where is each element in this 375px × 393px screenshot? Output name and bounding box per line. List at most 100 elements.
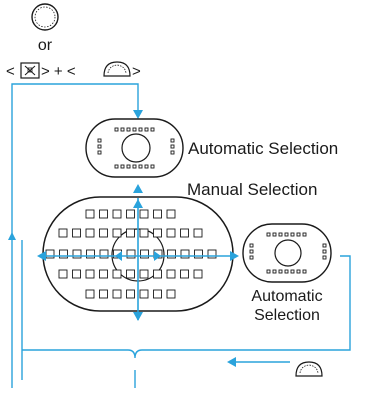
af-point bbox=[153, 289, 162, 299]
manual-cross-arrowheads bbox=[37, 199, 239, 321]
af-point bbox=[112, 289, 122, 299]
af-point bbox=[166, 209, 176, 219]
manual-af-points bbox=[45, 209, 217, 299]
af-point bbox=[99, 269, 108, 279]
af-point bbox=[166, 289, 176, 299]
af-point bbox=[138, 127, 143, 132]
af-point bbox=[112, 228, 122, 238]
label-automatic-right-1: Automatic bbox=[251, 288, 322, 305]
af-point bbox=[99, 228, 108, 238]
af-point bbox=[86, 249, 95, 259]
af-point bbox=[97, 150, 102, 155]
arrow-up-to-auto bbox=[133, 184, 143, 193]
af-point bbox=[322, 249, 327, 254]
af-point bbox=[153, 269, 162, 279]
af-point bbox=[139, 289, 149, 299]
flow-arrows bbox=[8, 110, 236, 367]
or-text: or bbox=[38, 37, 53, 54]
af-point bbox=[99, 209, 108, 219]
af-point bbox=[132, 164, 137, 169]
af-point bbox=[249, 243, 254, 248]
top-auto-af-points bbox=[97, 127, 175, 169]
af-point bbox=[290, 232, 295, 237]
af-point bbox=[278, 232, 283, 237]
af-point bbox=[272, 232, 277, 237]
af-point bbox=[284, 269, 289, 274]
af-point bbox=[193, 269, 203, 279]
af-point bbox=[72, 249, 82, 259]
af-point bbox=[139, 228, 149, 238]
af-point bbox=[138, 164, 143, 169]
af-point bbox=[278, 269, 283, 274]
af-point bbox=[166, 269, 176, 279]
af-point bbox=[302, 232, 307, 237]
af-point bbox=[59, 249, 68, 259]
af-point bbox=[166, 228, 176, 238]
af-point bbox=[167, 249, 176, 259]
af-point bbox=[72, 228, 81, 238]
af-point bbox=[322, 255, 327, 260]
af-point bbox=[72, 269, 81, 279]
quick-control-dial-icon bbox=[31, 3, 59, 31]
main-dial-icon-bottom bbox=[295, 361, 323, 377]
af-point bbox=[120, 164, 125, 169]
af-point bbox=[112, 209, 122, 219]
af-point bbox=[144, 127, 149, 132]
af-point bbox=[193, 228, 203, 238]
combo-mid-text: > + < bbox=[41, 63, 76, 80]
af-point bbox=[180, 269, 189, 279]
af-point bbox=[85, 269, 95, 279]
af-point bbox=[249, 255, 254, 260]
af-point bbox=[99, 289, 108, 299]
af-point bbox=[58, 228, 68, 238]
af-point bbox=[126, 209, 135, 219]
button-combo: < > + < > bbox=[6, 61, 141, 80]
af-point bbox=[296, 232, 301, 237]
af-point bbox=[85, 228, 95, 238]
combo-right-bracket: > bbox=[132, 63, 141, 80]
af-point bbox=[194, 249, 203, 259]
af-point bbox=[290, 269, 295, 274]
arrow-down-top-auto bbox=[133, 110, 143, 119]
label-automatic-right-2: Selection bbox=[254, 307, 320, 324]
af-point bbox=[207, 249, 217, 259]
af-point bbox=[266, 232, 271, 237]
af-point bbox=[120, 127, 125, 132]
af-point bbox=[112, 269, 122, 279]
af-point bbox=[284, 232, 289, 237]
af-point bbox=[150, 164, 155, 169]
af-point bbox=[249, 249, 254, 254]
label-automatic-top: Automatic Selection bbox=[188, 139, 338, 158]
arrow-up-left bbox=[8, 232, 16, 240]
viewfinder-auto-right bbox=[242, 223, 332, 283]
af-point bbox=[139, 209, 149, 219]
af-point bbox=[97, 138, 102, 143]
af-point bbox=[126, 228, 135, 238]
af-point bbox=[126, 127, 131, 132]
af-point bbox=[85, 209, 95, 219]
af-point bbox=[126, 164, 131, 169]
combo-left-bracket: < bbox=[6, 63, 15, 80]
af-point bbox=[170, 144, 175, 149]
af-point bbox=[114, 164, 119, 169]
af-point bbox=[180, 228, 189, 238]
af-point bbox=[99, 249, 109, 259]
af-point bbox=[170, 150, 175, 155]
af-point bbox=[144, 164, 149, 169]
af-point bbox=[85, 289, 95, 299]
af-point bbox=[170, 138, 175, 143]
af-point bbox=[322, 243, 327, 248]
right-auto-af-points bbox=[249, 232, 327, 274]
af-point bbox=[126, 249, 136, 259]
af-point bbox=[97, 144, 102, 149]
af-point bbox=[139, 269, 149, 279]
af-point bbox=[58, 269, 68, 279]
af-point bbox=[266, 269, 271, 274]
af-point bbox=[132, 127, 137, 132]
viewfinder-auto-top bbox=[85, 118, 184, 178]
loop-bump bbox=[127, 349, 143, 359]
arrow-left-dial bbox=[227, 357, 236, 367]
loop-right-segment bbox=[142, 255, 351, 351]
af-point bbox=[126, 269, 135, 279]
